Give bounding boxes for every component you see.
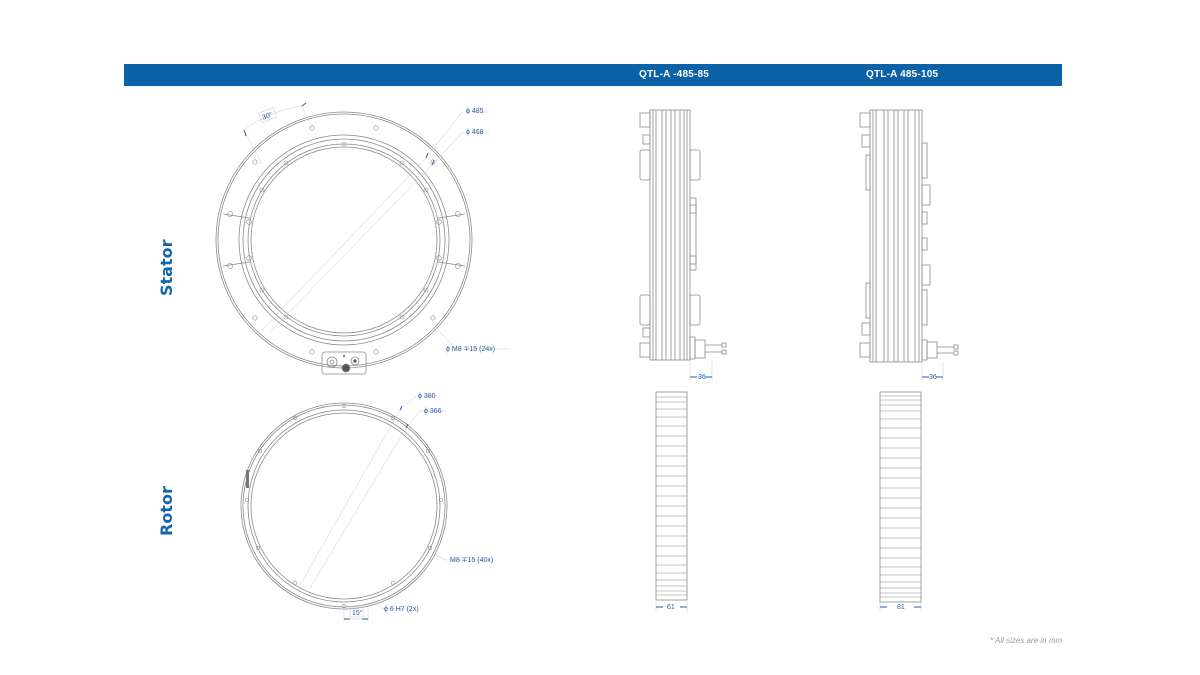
stator-outer-diameter: ϕ 485: [466, 108, 484, 115]
rotor-hole-callout: M8 ∓15 (40x): [450, 557, 493, 564]
stator-front-view: [215, 111, 473, 375]
qtl-105-rotor-width: 81: [897, 604, 905, 611]
model-title-qtl-485-105: QTL-A 485-105: [866, 69, 939, 80]
qtl-105-stator-side-view: [859, 109, 959, 363]
qtl-105-rotor-side-view: [879, 391, 922, 603]
qtl-85-rotor-width: 61: [667, 604, 675, 611]
stator-hole-callout: ϕ M8 ∓15 (24x): [446, 346, 495, 353]
rotor-pin-callout: ϕ 6 H7 (2x): [384, 606, 419, 613]
units-footnote: * All sizes are in mm: [990, 636, 1063, 645]
rotor-inner-diameter: ϕ 366: [424, 408, 442, 415]
qtl-85-connector-dim: 36: [698, 374, 706, 381]
qtl-85-rotor-side-view: [655, 391, 688, 601]
stator-angle-dim: 30°: [261, 111, 274, 122]
rotor-angle-dim: 15°: [352, 609, 363, 617]
qtl-105-connector-dim: 36: [929, 374, 937, 381]
qtl-85-stator-side-view: [639, 109, 727, 361]
header-bar: QTL-A -485-85 QTL-A 485-105: [124, 64, 1062, 86]
model-title-qtl-485-85: QTL-A -485-85: [639, 69, 710, 80]
stator-inner-diameter: ϕ 468: [466, 129, 484, 136]
rotor-outer-diameter: ϕ 380: [418, 393, 436, 400]
rotor-front-view: [240, 402, 448, 610]
